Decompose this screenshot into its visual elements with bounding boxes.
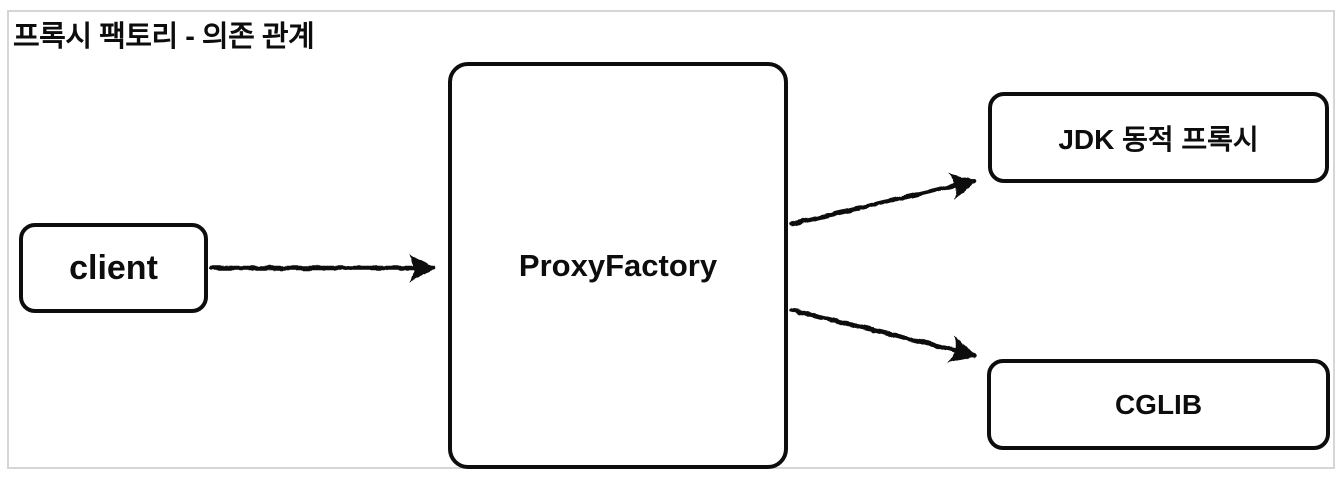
node-cglib: CGLIB [987,359,1330,450]
node-cglib-label: CGLIB [1114,388,1203,420]
node-jdk-dynamic-proxy-label: JDK 동적 프록시 [1058,123,1259,155]
node-proxy-factory: ProxyFactory [448,62,788,469]
diagram-title: 프록시 팩토리 - 의존 관계 [13,21,315,53]
node-client: client [19,223,208,313]
node-client-label: client [69,248,158,287]
node-jdk-dynamic-proxy: JDK 동적 프록시 [988,92,1329,183]
node-proxy-factory-label: ProxyFactory [518,247,718,283]
